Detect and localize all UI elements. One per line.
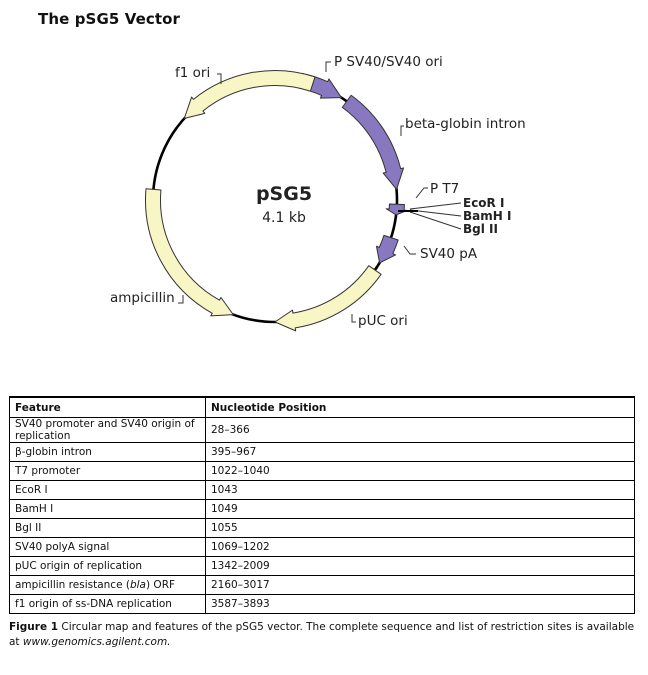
feature-cell: T7 promoter <box>9 461 206 481</box>
label-sv40pa: SV40 pA <box>420 246 478 262</box>
position-cell: 1342–2009 <box>205 556 635 576</box>
feature-arrow-f1 <box>183 70 316 119</box>
feature-cell: β-globin intron <box>9 442 206 462</box>
leader-amp <box>178 295 184 304</box>
leader-sv40pa <box>403 245 416 255</box>
leader-puc <box>351 314 356 323</box>
leader-t7 <box>415 187 428 199</box>
feature-arrow-t7 <box>385 203 408 216</box>
leader-psv40 <box>325 61 331 72</box>
leader-bglobin <box>400 125 404 136</box>
position-cell: 1069–1202 <box>205 537 635 557</box>
label-f1: f1 ori <box>175 65 210 81</box>
feature-arrow-puc <box>274 265 382 332</box>
caption-link[interactable]: www.genomics.agilent.com. <box>22 636 171 648</box>
caption-label: Figure 1 <box>9 621 59 633</box>
feature-cell: EcoR I <box>9 480 206 500</box>
feature-cell: Bgl II <box>9 518 206 538</box>
label-ecori: EcoR I <box>463 196 504 210</box>
leader-f1 <box>217 73 222 84</box>
label-psv40: P SV40/SV40 ori <box>334 54 443 70</box>
position-cell: 1022–1040 <box>205 461 635 481</box>
feature-arrow-bglobin <box>341 94 405 190</box>
label-bglobin: beta-globin intron <box>405 116 526 132</box>
feature-table: Feature Nucleotide Position SV40 promote… <box>9 396 635 614</box>
position-cell: 28–366 <box>205 417 635 443</box>
position-cell: 395–967 <box>205 442 635 462</box>
table-body: SV40 promoter and SV40 origin of replica… <box>9 417 635 614</box>
caption-text: Circular map and features of the pSG5 ve… <box>9 621 635 648</box>
feature-cell: ampicillin resistance (bla) ORF <box>9 575 206 595</box>
position-cell: 1043 <box>205 480 635 500</box>
feature-cell: BamH I <box>9 499 206 519</box>
label-puc: pUC ori <box>358 313 408 329</box>
leader-bamhi <box>409 209 462 217</box>
label-amp: ampicillin <box>110 290 175 306</box>
feature-arrow-sv40pa <box>375 234 399 264</box>
plasmid-size: 4.1 kb <box>262 210 306 226</box>
leader-ecori <box>409 202 462 210</box>
label-bglii: Bgl II <box>463 222 498 236</box>
position-cell: 1055 <box>205 518 635 538</box>
feature-cell: SV40 polyA signal <box>9 537 206 557</box>
page-title: The pSG5 Vector <box>38 10 181 28</box>
feature-cell: f1 origin of ss-DNA replication <box>9 594 206 614</box>
header-position: Nucleotide Position <box>205 396 635 418</box>
label-t7: P T7 <box>430 181 459 197</box>
header-feature: Feature <box>9 396 206 418</box>
table-row: SV40 promoter and SV40 origin of replica… <box>9 417 635 443</box>
feature-arrow-amp <box>145 188 234 317</box>
plasmid-name: pSG5 <box>256 183 312 205</box>
position-cell: 3587–3893 <box>205 594 635 614</box>
plasmid-map: pSG5 4.1 kb P SV40/SV40 ori beta-globin … <box>110 54 526 332</box>
leader-bglii <box>409 211 462 230</box>
table-header-row: Feature Nucleotide Position <box>9 396 635 418</box>
figure-caption: Figure 1 Circular map and features of th… <box>9 620 639 650</box>
feature-cell: SV40 promoter and SV40 origin of replica… <box>9 417 206 443</box>
label-bamhi: BamH I <box>463 209 511 223</box>
position-cell: 1049 <box>205 499 635 519</box>
feature-layer <box>145 70 408 332</box>
leader-layer <box>178 61 462 323</box>
position-cell: 2160–3017 <box>205 575 635 595</box>
feature-cell: pUC origin of replication <box>9 556 206 576</box>
